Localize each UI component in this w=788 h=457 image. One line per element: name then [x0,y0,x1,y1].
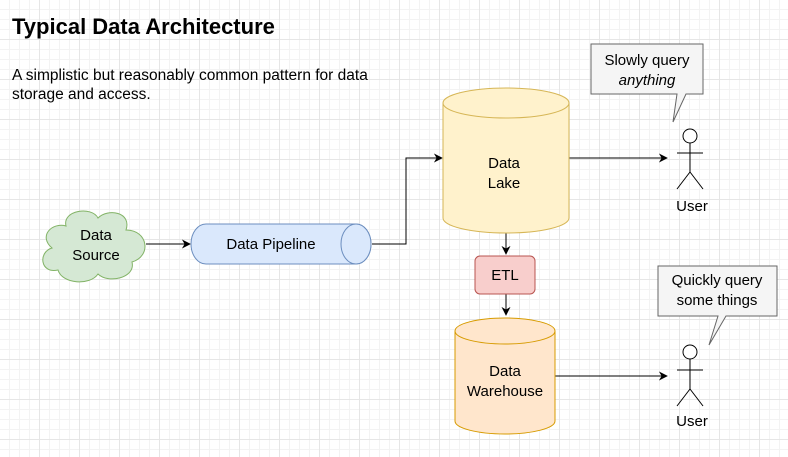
callout-top-line2: anything [619,72,676,89]
data-lake-label-line2: Lake [488,175,521,192]
edge-pipeline-to-lake[interactable] [372,153,443,245]
lake-shape [442,102,570,234]
user-bottom-actor[interactable]: User [676,344,708,430]
data-lake-label-line1: Data [488,155,520,172]
warehouse-top-cap [454,317,556,345]
data-source-node[interactable]: Data Source [42,210,146,283]
data-pipeline-label: Data Pipeline [226,236,315,253]
page-subtitle: A simplistic but reasonably common patte… [12,67,368,103]
user-top-actor[interactable]: User [676,128,708,215]
data-warehouse-node[interactable]: Data Warehouse [454,317,556,435]
data-source-label-line2: Source [72,247,120,264]
data-warehouse-label-line2: Warehouse [467,383,543,400]
lake-top-cap [442,87,570,119]
callout-top[interactable]: Slowly query anything [590,43,704,123]
etl-node[interactable]: ETL [474,255,536,295]
etl-box [474,255,536,295]
etl-label: ETL [491,267,519,284]
page-title: Typical Data Architecture [12,14,275,39]
user-icon [676,344,704,407]
pipeline-end-cap [340,223,372,265]
data-lake-node[interactable]: Data Lake [442,87,570,234]
callout-top-line1: Slowly query [604,52,690,69]
user-top-label: User [676,198,708,215]
data-source-label-line1: Data [80,227,112,244]
callout-top-bubble [590,43,704,123]
callout-bottom[interactable]: Quickly query some things [657,265,778,346]
callout-bottom-line1: Quickly query [672,272,763,289]
user-icon [676,128,704,190]
data-pipeline-node[interactable]: Data Pipeline [190,223,372,265]
cloud-shape [42,210,146,283]
data-warehouse-label-line1: Data [489,363,521,380]
callout-bottom-line2: some things [677,292,758,309]
user-bottom-label: User [676,413,708,430]
warehouse-shape [454,330,556,435]
callout-bottom-bubble [657,265,778,346]
